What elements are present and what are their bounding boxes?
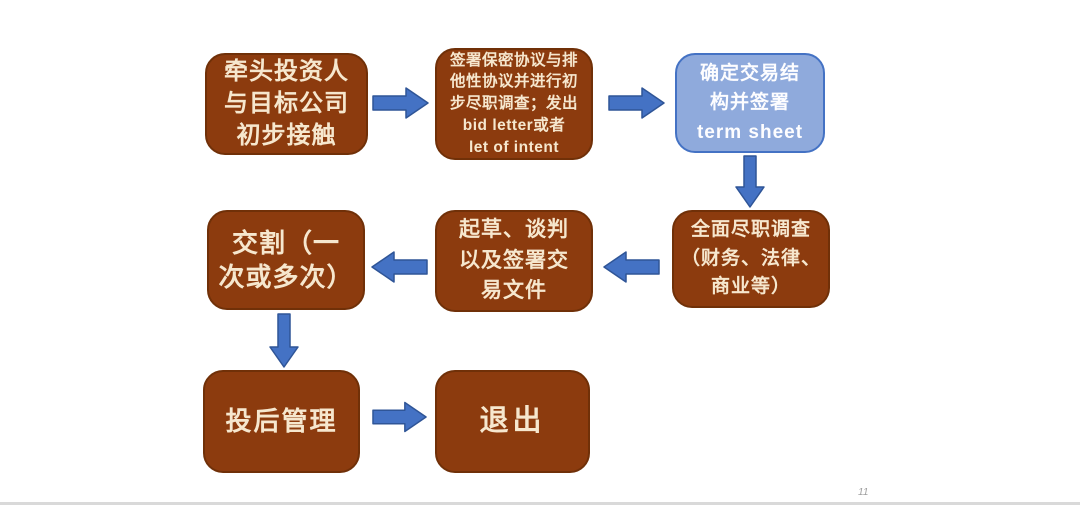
arrow-left-icon	[603, 251, 660, 283]
flow-node-label: 交割（一 次或多次）	[218, 227, 354, 292]
arrow-right-icon	[372, 401, 427, 433]
flow-node-exit: 退出	[435, 370, 590, 473]
flow-node-full-due-diligence: 全面尽职调查 （财务、法律、 商业等）	[672, 210, 830, 308]
arrow-down-icon	[269, 313, 299, 368]
flow-node-label: 退出	[479, 405, 546, 438]
flow-node-draft-negotiate-sign: 起草、谈判 以及签署交 易文件	[435, 210, 593, 312]
flow-node-label: 起草、谈判 以及签署交 易文件	[459, 218, 569, 303]
flow-node-label: 全面尽职调查 （财务、法律、 商业等）	[680, 219, 821, 298]
arrow-right-icon	[372, 87, 429, 119]
flow-node-label: 确定交易结 构并签署 term sheet	[696, 62, 804, 143]
flow-node-label: 牵头投资人 与目标公司 初步接触	[224, 58, 349, 149]
arrow-right-icon	[608, 87, 665, 119]
flow-node-term-sheet: 确定交易结 构并签署 term sheet	[675, 53, 825, 153]
footer-divider	[0, 502, 1080, 505]
arrow-down-icon	[735, 155, 765, 208]
flow-node-initial-contact: 牵头投资人 与目标公司 初步接触	[205, 53, 368, 155]
flow-node-label: 投后管理	[225, 406, 338, 437]
flow-node-nda-preliminary-dd: 签署保密协议与排 他性协议并进行初 步尽职调查；发出 bid letter或者 …	[435, 48, 593, 160]
arrow-left-icon	[371, 251, 428, 283]
flow-node-label: 签署保密协议与排 他性协议并进行初 步尽职调查；发出 bid letter或者 …	[449, 51, 578, 156]
flow-node-closing: 交割（一 次或多次）	[207, 210, 365, 310]
page-number: 11	[858, 487, 869, 498]
flow-node-post-investment-management: 投后管理	[203, 370, 360, 473]
